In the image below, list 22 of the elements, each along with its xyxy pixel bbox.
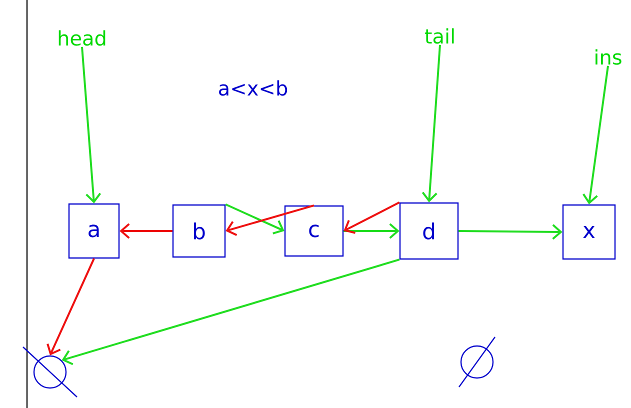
pointer-label: head [58,30,106,46]
pointer-label: tail [424,28,454,44]
null-symbol [22,346,78,398]
pointer-arrow [62,258,400,366]
pointer-arrow [344,223,400,239]
list-node-box: b [172,204,226,258]
list-node-box: c [284,205,344,257]
list-node-box: d [399,202,459,260]
condition-label: a<x<b [219,80,288,96]
list-node-box: a [68,203,120,259]
pointer-arrow [458,224,562,240]
pointer-arrow [226,204,314,236]
pointer-arrow [422,44,441,202]
list-node-box: x [562,204,616,260]
pointer-arrow [120,223,172,239]
null-symbol [458,336,496,388]
pointer-arrow [344,202,400,234]
pointer-label: ins [596,49,622,65]
pointer-arrow [582,66,609,204]
pointer-arrow [81,46,102,204]
pointer-arrow [225,203,284,234]
pointer-arrow [46,258,95,356]
